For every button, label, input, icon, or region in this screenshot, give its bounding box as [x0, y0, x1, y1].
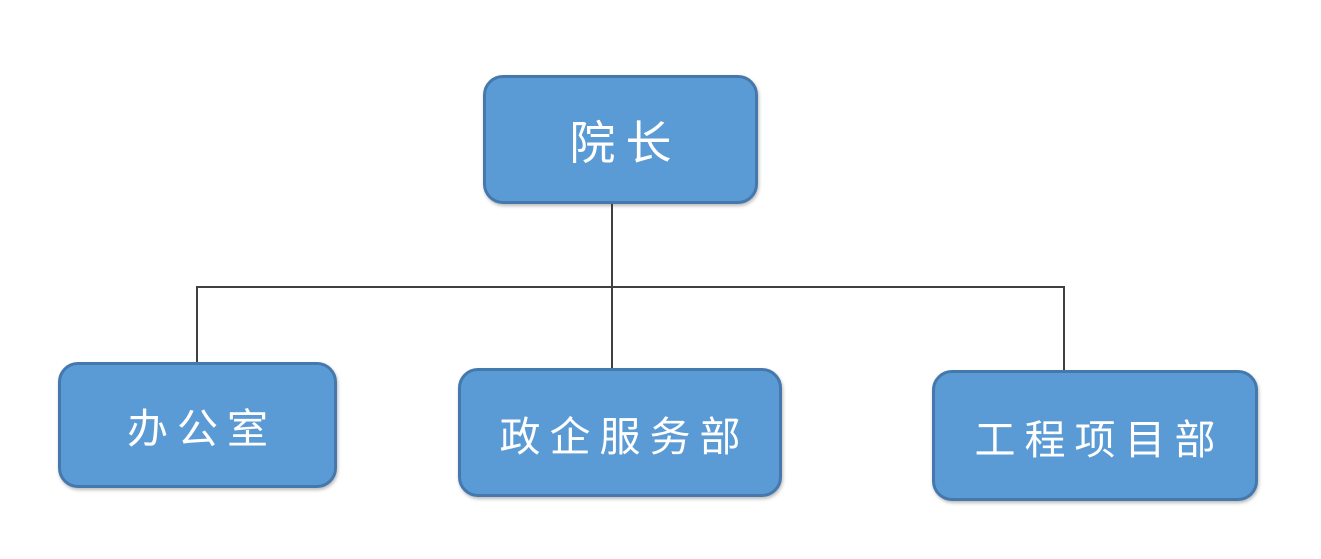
org-node-gov-enterprise-service-label: 政企服务部 [499, 412, 750, 461]
org-node-engineering-project-label: 工程项目部 [974, 415, 1225, 464]
org-node-office-label: 办公室 [126, 405, 278, 453]
org-node-engineering-project: 工程项目部 [932, 370, 1258, 501]
org-node-director-label: 院长 [569, 115, 682, 170]
org-node-director: 院长 [483, 75, 758, 204]
org-node-office: 办公室 [58, 362, 337, 488]
org-node-gov-enterprise-service: 政企服务部 [458, 368, 782, 497]
